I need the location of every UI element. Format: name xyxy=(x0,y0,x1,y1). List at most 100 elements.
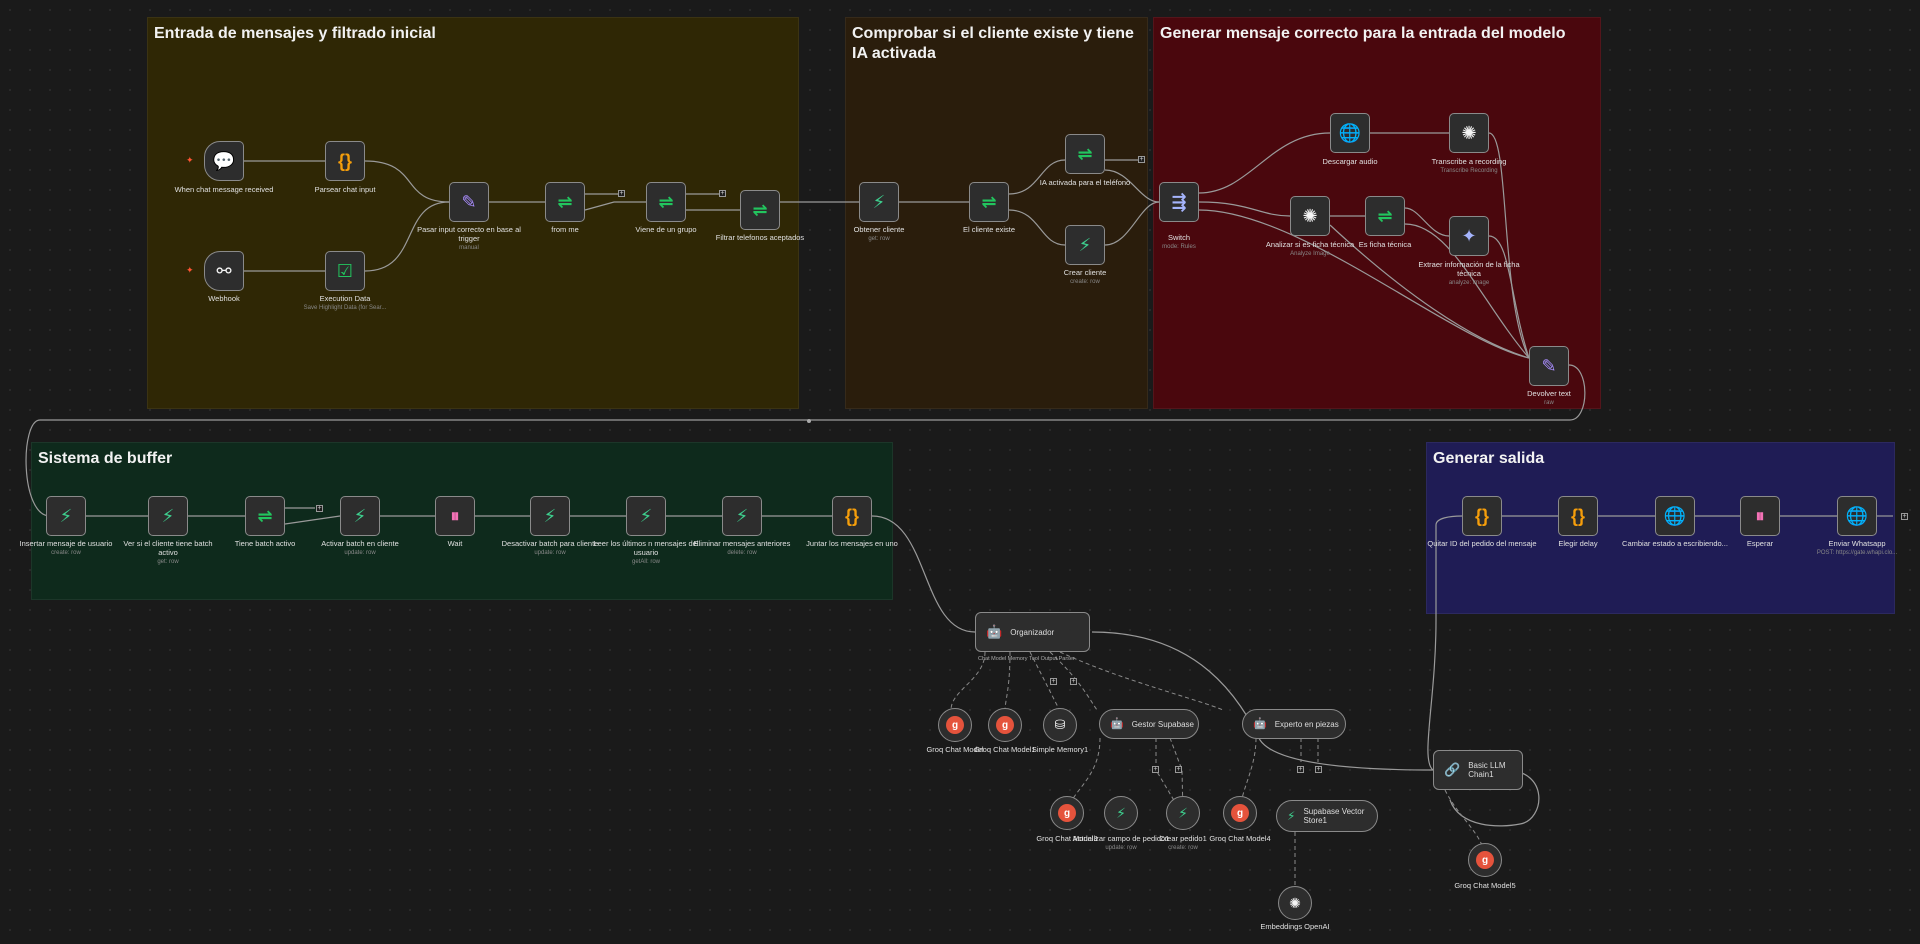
gestor-supabase-agent-node[interactable]: 🤖 Gestor Supabase xyxy=(1099,709,1199,739)
execution-data-node[interactable]: ☑ xyxy=(325,251,365,291)
node-subtitle: get: row xyxy=(868,236,890,242)
trigger-marker-icon: ✦ xyxy=(186,265,194,275)
code-braces-icon: {} xyxy=(1474,506,1489,526)
node-label: Wait xyxy=(447,539,463,548)
elegir-delay-node[interactable]: {} xyxy=(1558,496,1598,536)
experto-piezas-agent-node[interactable]: 🤖 Experto en piezas xyxy=(1242,709,1346,739)
extraer-info-node[interactable]: ✦ xyxy=(1449,216,1489,256)
openai-icon: ✺ xyxy=(1461,123,1477,143)
esperar-node[interactable]: ⏸ xyxy=(1740,496,1780,536)
activar-batch-node[interactable]: ⚡ xyxy=(340,496,380,536)
quitar-id-node[interactable]: {} xyxy=(1462,496,1502,536)
node-title: Transcribe a recording xyxy=(1431,157,1507,166)
add-node-button[interactable]: + xyxy=(1315,766,1322,773)
cliente-existe-node[interactable]: ⇌ xyxy=(969,182,1009,222)
obtener-cliente-node[interactable]: ⚡ xyxy=(859,182,899,222)
globe-icon: 🌐 xyxy=(1845,506,1869,526)
ia-activada-node[interactable]: ⇌ xyxy=(1065,134,1105,174)
ver-batch-node[interactable]: ⚡ xyxy=(148,496,188,536)
webhook-icon: ⚯ xyxy=(216,261,232,281)
transcribe-node[interactable]: ✺ xyxy=(1449,113,1489,153)
node-label: Analizar si es ficha técnica Analyze Ima… xyxy=(1255,240,1365,259)
node-label: Leer los últimos n mensajes del usuario … xyxy=(591,539,701,567)
parsear-chat-node[interactable]: {} xyxy=(325,141,365,181)
node-label: Obtener cliente get: row xyxy=(824,225,934,244)
pasar-input-node[interactable]: ✎ xyxy=(449,182,489,222)
cambiar-estado-node[interactable]: 🌐 xyxy=(1655,496,1695,536)
supabase-icon: ⚡ xyxy=(59,506,73,526)
node-label: Es ficha técnica xyxy=(1358,240,1412,249)
from-me-node[interactable]: ⇌ xyxy=(545,182,585,222)
tiene-batch-node[interactable]: ⇌ xyxy=(245,496,285,536)
devolver-text-node[interactable]: ✎ xyxy=(1529,346,1569,386)
groq-chat-model-node[interactable]: g xyxy=(938,708,972,742)
supabase-icon: ⚡ xyxy=(1116,805,1126,821)
agent-label: Supabase Vector Store1 xyxy=(1303,807,1365,825)
add-node-button[interactable]: + xyxy=(1070,678,1077,685)
node-label: Crear pedido1 create: row xyxy=(1128,834,1238,853)
organizador-agent-node[interactable]: 🤖 Organizador xyxy=(975,612,1090,652)
crear-cliente-node[interactable]: ⚡ xyxy=(1065,225,1105,265)
add-node-button[interactable]: + xyxy=(1050,678,1057,685)
add-node-button[interactable]: + xyxy=(719,190,726,197)
desactivar-batch-node[interactable]: ⚡ xyxy=(530,496,570,536)
node-subtitle: create: row xyxy=(51,550,81,556)
analizar-ficha-node[interactable]: ✺ xyxy=(1290,196,1330,236)
node-label: Simple Memory1 xyxy=(1031,745,1089,754)
add-node-button[interactable]: + xyxy=(1175,766,1182,773)
simple-memory-node[interactable]: ⛁ xyxy=(1043,708,1077,742)
if-icon: ⇌ xyxy=(752,200,768,220)
node-label: Viene de un grupo xyxy=(635,225,697,234)
viene-grupo-node[interactable]: ⇌ xyxy=(646,182,686,222)
supabase-icon: ⚡ xyxy=(543,506,557,526)
node-title: Analizar si es ficha técnica xyxy=(1265,240,1355,249)
groq-chat-model-3-node[interactable]: g xyxy=(1050,796,1084,830)
leer-ultimos-node[interactable]: ⚡ xyxy=(626,496,666,536)
add-node-button[interactable]: + xyxy=(618,190,625,197)
if-icon: ⇌ xyxy=(1377,206,1393,226)
link-icon: 🔗 xyxy=(1444,762,1461,777)
groq-icon: g xyxy=(1058,804,1076,822)
openai-icon: ✺ xyxy=(1289,895,1301,911)
add-node-button[interactable]: + xyxy=(316,505,323,512)
pause-icon: ⏸ xyxy=(450,506,460,526)
add-node-button[interactable]: + xyxy=(1297,766,1304,773)
eliminar-mensajes-node[interactable]: ⚡ xyxy=(722,496,762,536)
database-icon: ⛁ xyxy=(1054,717,1066,732)
add-node-button[interactable]: + xyxy=(1901,513,1908,520)
robot-icon: 🤖 xyxy=(986,624,1003,639)
globe-icon: 🌐 xyxy=(1663,506,1687,526)
webhook-node[interactable]: ⚯ xyxy=(204,251,244,291)
switch-icon: ⇶ xyxy=(1171,192,1187,212)
insertar-mensaje-node[interactable]: ⚡ xyxy=(46,496,86,536)
supabase-icon: ⚡ xyxy=(353,506,367,526)
juntar-mensajes-node[interactable]: {} xyxy=(832,496,872,536)
node-label: El cliente existe xyxy=(962,225,1016,234)
node-title: Switch xyxy=(1167,233,1191,242)
descargar-audio-node[interactable]: 🌐 xyxy=(1330,113,1370,153)
filtrar-telefonos-node[interactable]: ⇌ xyxy=(740,190,780,230)
node-subtitle: analyze: image xyxy=(1448,280,1490,286)
groq-chat-model-1-node[interactable]: g xyxy=(988,708,1022,742)
es-ficha-node[interactable]: ⇌ xyxy=(1365,196,1405,236)
wait-node[interactable]: ⏸ xyxy=(435,496,475,536)
node-label: Transcribe a recording Transcribe Record… xyxy=(1414,157,1524,176)
groq-icon: g xyxy=(996,716,1014,734)
crear-pedido-node[interactable]: ⚡ xyxy=(1166,796,1200,830)
add-node-button[interactable]: + xyxy=(1138,156,1145,163)
chat-trigger-node[interactable]: 💬 xyxy=(204,141,244,181)
embeddings-openai-node[interactable]: ✺ xyxy=(1278,886,1312,920)
enviar-whatsapp-node[interactable]: 🌐 xyxy=(1837,496,1877,536)
node-label: from me xyxy=(551,225,579,234)
node-subtitle: delete: row xyxy=(727,550,757,556)
add-node-button[interactable]: + xyxy=(1152,766,1159,773)
supabase-vector-store-node[interactable]: ⚡ Supabase Vector Store1 xyxy=(1276,800,1378,832)
groq-chat-model-4-node[interactable]: g xyxy=(1223,796,1257,830)
group-title: Entrada de mensajes y filtrado inicial xyxy=(154,25,436,42)
switch-node[interactable]: ⇶ xyxy=(1159,182,1199,222)
basic-llm-chain-node[interactable]: 🔗 Basic LLM Chain1 xyxy=(1433,750,1523,790)
groq-chat-model-5-node[interactable]: g xyxy=(1468,843,1502,877)
node-label: Embeddings OpenAI xyxy=(1260,922,1330,931)
actualizar-campo-node[interactable]: ⚡ xyxy=(1104,796,1138,830)
